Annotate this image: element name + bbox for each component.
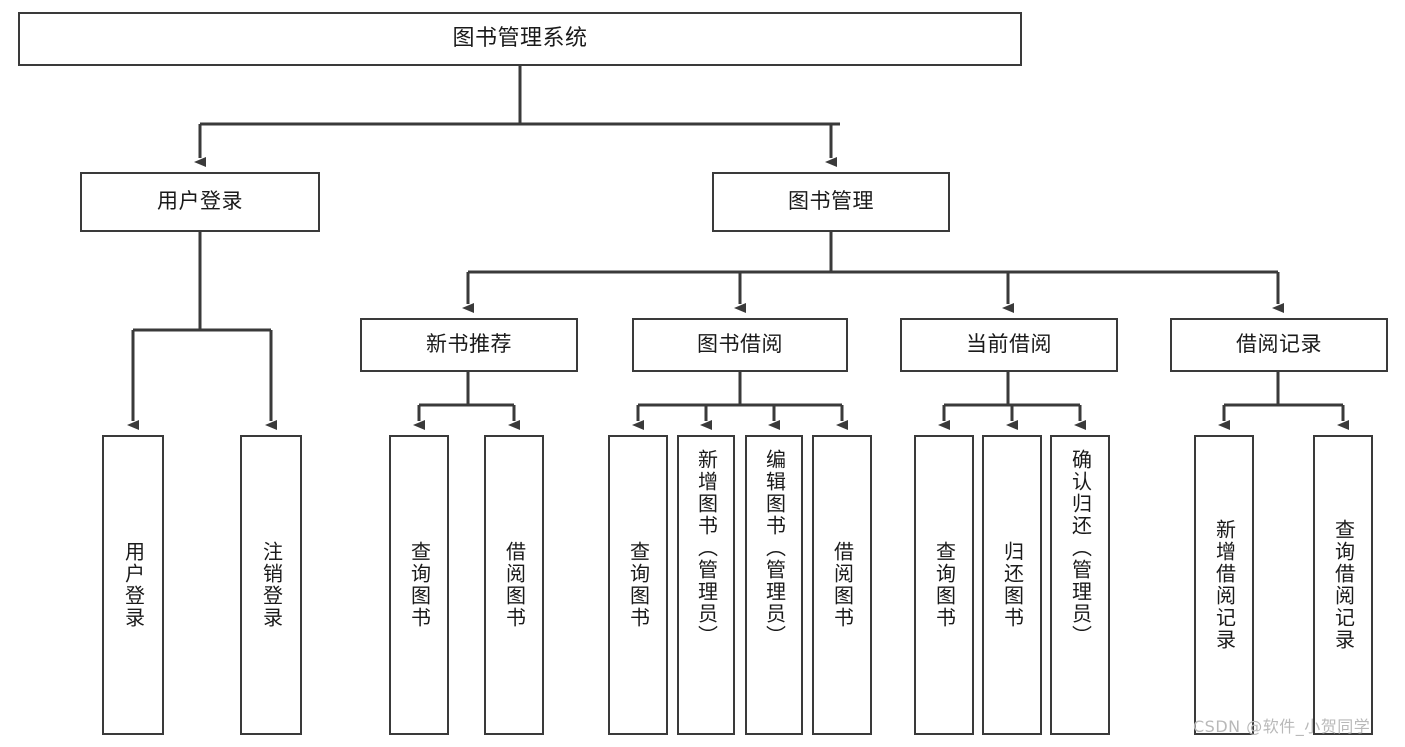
node-leaf-borrow-query-book[interactable]: 查询图书	[608, 435, 668, 735]
node-user-login[interactable]: 用户登录	[80, 172, 320, 232]
node-leaf-rec-add-record-label: 新增借阅记录	[1212, 519, 1237, 651]
node-leaf-cur-confirm-return[interactable]: 确认归还（管理员）	[1050, 435, 1110, 735]
node-current-borrow-label: 当前借阅	[966, 332, 1052, 357]
node-borrow-record[interactable]: 借阅记录	[1170, 318, 1388, 372]
node-leaf-rec-query-book-label: 查询图书	[407, 541, 432, 629]
node-leaf-user-login[interactable]: 用户登录	[102, 435, 164, 735]
node-new-book-rec-label: 新书推荐	[426, 332, 512, 357]
node-leaf-borrow-edit-book[interactable]: 编辑图书（管理员）	[745, 435, 803, 735]
node-root-label: 图书管理系统	[452, 25, 588, 51]
node-leaf-borrow-add-book-label: 新增图书（管理员）	[694, 449, 719, 647]
node-new-book-rec[interactable]: 新书推荐	[360, 318, 578, 372]
node-leaf-rec-query-record[interactable]: 查询借阅记录	[1313, 435, 1373, 735]
node-book-borrow[interactable]: 图书借阅	[632, 318, 848, 372]
node-leaf-cur-return-book[interactable]: 归还图书	[982, 435, 1042, 735]
node-borrow-record-label: 借阅记录	[1236, 332, 1322, 357]
node-leaf-borrow-borrow-book-label: 借阅图书	[830, 541, 855, 629]
node-book-manage[interactable]: 图书管理	[712, 172, 950, 232]
node-leaf-borrow-add-book[interactable]: 新增图书（管理员）	[677, 435, 735, 735]
node-leaf-cur-return-book-label: 归还图书	[1000, 541, 1025, 629]
node-leaf-cur-query-book-label: 查询图书	[932, 541, 957, 629]
node-leaf-rec-add-record[interactable]: 新增借阅记录	[1194, 435, 1254, 735]
node-current-borrow[interactable]: 当前借阅	[900, 318, 1118, 372]
node-leaf-rec-query-book[interactable]: 查询图书	[389, 435, 449, 735]
node-book-manage-label: 图书管理	[788, 189, 874, 214]
node-leaf-borrow-query-book-label: 查询图书	[626, 541, 651, 629]
node-leaf-cur-confirm-return-label: 确认归还（管理员）	[1068, 449, 1093, 647]
node-leaf-cur-query-book[interactable]: 查询图书	[914, 435, 974, 735]
node-user-login-label: 用户登录	[157, 189, 243, 214]
node-leaf-rec-borrow-book-label: 借阅图书	[502, 541, 527, 629]
node-leaf-rec-query-record-label: 查询借阅记录	[1331, 519, 1356, 651]
node-book-borrow-label: 图书借阅	[697, 332, 783, 357]
node-leaf-user-login-label: 用户登录	[121, 541, 146, 629]
node-leaf-user-logout[interactable]: 注销登录	[240, 435, 302, 735]
node-leaf-borrow-borrow-book[interactable]: 借阅图书	[812, 435, 872, 735]
node-leaf-borrow-edit-book-label: 编辑图书（管理员）	[762, 449, 787, 647]
csdn-watermark: CSDN @软件_小贺同学	[1193, 717, 1371, 736]
node-leaf-rec-borrow-book[interactable]: 借阅图书	[484, 435, 544, 735]
node-root[interactable]: 图书管理系统	[18, 12, 1022, 66]
node-leaf-user-logout-label: 注销登录	[259, 541, 284, 629]
